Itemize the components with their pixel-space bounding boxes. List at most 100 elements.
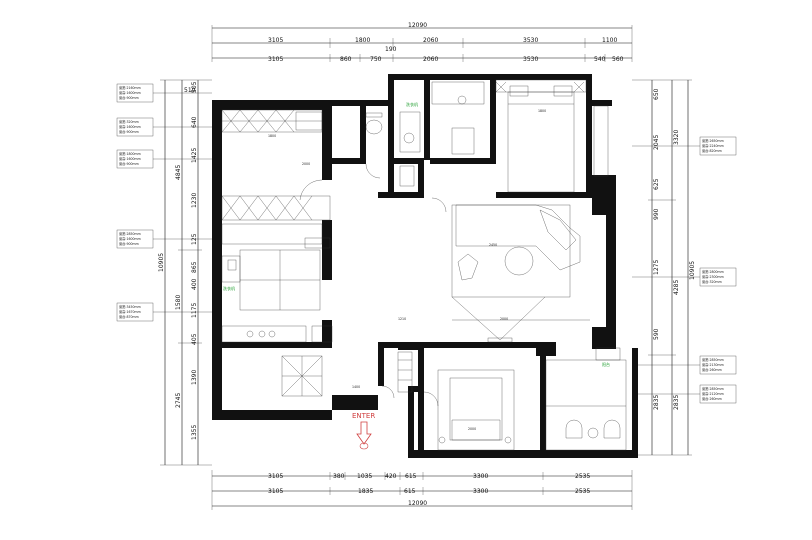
bottom-dim-7: 2535 <box>575 473 590 480</box>
washer-label: 洗衣机 <box>406 101 418 107</box>
note-l2-a: 窗宽:320mm <box>119 119 139 124</box>
right-inner-6: 590 <box>653 328 660 340</box>
kitchen-area: 洗衣机 1800 2000 <box>221 109 333 397</box>
top-total-dim: 12090 <box>408 22 427 29</box>
note-l2-c: 窗台:900mm <box>119 129 139 134</box>
right-inner-1: 650 <box>653 88 660 100</box>
left-inner-1: 505 <box>191 81 198 93</box>
right-outer-2: 4285 <box>673 280 680 295</box>
note-l2-b: 窗高:1600mm <box>119 124 141 129</box>
kitchen-dim-2000: 2000 <box>302 162 310 166</box>
master-bedroom: 1800 <box>495 79 609 193</box>
top-dim-4: 3530 <box>523 37 538 44</box>
note-l1-b: 窗高:1600mm <box>119 90 141 95</box>
note-r4-c: 窗台:260mm <box>702 396 722 401</box>
note-l5-a: 窗宽:3450mm <box>119 304 141 309</box>
right-inner-5: 1275 <box>653 260 660 275</box>
bed-dim-1800: 1800 <box>538 109 546 113</box>
walls <box>212 74 638 458</box>
left-inner-3: 640 <box>191 116 198 128</box>
right-outer-1: 3320 <box>673 130 680 145</box>
bottom-right-room: 阳台 <box>545 347 627 451</box>
left-inner-2: 510 <box>184 87 196 94</box>
right-outer-3: 2835 <box>673 395 680 410</box>
bottom-total-dim: 12090 <box>408 500 427 507</box>
left-inner-9: 1175 <box>191 303 198 318</box>
left-inner-11: 1390 <box>191 370 198 385</box>
left-inner-12: 1355 <box>191 425 198 440</box>
bottom2-dim-3: 615 <box>404 488 416 495</box>
note-l5-b: 窗高:1670mm <box>119 309 141 314</box>
left-inner-7: 865 <box>191 261 198 273</box>
right-inner-7: 2835 <box>653 395 660 410</box>
note-l5-c: 窗台:870mm <box>119 314 139 319</box>
note-r1-a: 窗宽:2650mm <box>702 138 724 143</box>
bottom-dim-5: 615 <box>405 473 417 480</box>
right-window-notes: 窗宽:2650mm 窗高:2240mm 窗台:820mm 窗宽:2800mm 窗… <box>632 136 737 404</box>
note-r4-a: 窗宽:2850mm <box>702 386 724 391</box>
note-r2-c: 窗台:320mm <box>702 279 722 284</box>
note-r4-b: 窗高:2120mm <box>702 391 724 396</box>
living-dim-1210: 1210 <box>398 317 406 321</box>
note-l3-c: 窗台:900mm <box>119 161 139 166</box>
top2-dim-6: 540 <box>594 56 606 63</box>
note-l1-c: 窗台:900mm <box>119 95 139 100</box>
top2-dim-1: 3105 <box>268 56 283 63</box>
note-r3-c: 窗台:260mm <box>702 367 722 372</box>
top-dim-extra: 190 <box>385 46 397 53</box>
bottom2-dim-4: 3300 <box>473 488 488 495</box>
top-dim-5: 1100 <box>602 37 617 44</box>
left-outer-2: 1580 <box>175 295 182 310</box>
note-l4-a: 窗宽:2850mm <box>119 231 141 236</box>
right-dimensions: 650 2045 625 990 1275 590 2835 3320 4285… <box>632 79 696 456</box>
note-r1-b: 窗高:2240mm <box>702 143 724 148</box>
left-inner-5: 1230 <box>191 193 198 208</box>
top2-dim-3: 750 <box>370 56 382 63</box>
entry-dim-1400: 1400 <box>352 385 360 389</box>
left-inner-6: 125 <box>191 233 198 245</box>
bottom-dim-2: 380 <box>333 473 345 480</box>
left-total-dim: 10905 <box>158 253 165 272</box>
right-inner-3: 625 <box>653 178 660 190</box>
bottom-dim-4: 420 <box>385 473 397 480</box>
note-l1-a: 窗宽:2160mm <box>119 85 141 90</box>
left-dimensions: 10905 4845 1580 2745 505 640 1425 1230 1… <box>158 79 212 466</box>
right-inner-2: 2045 <box>653 135 660 150</box>
living-room: 2450 1210 2000 <box>398 204 590 343</box>
bottom-dim-6: 3300 <box>473 473 488 480</box>
top-dim-1: 3105 <box>268 37 283 44</box>
left-inner-10: 405 <box>191 333 198 345</box>
top2-dim-5: 3530 <box>523 56 538 63</box>
top2-dim-2: 860 <box>340 56 352 63</box>
bedroom2-dim-2000: 2000 <box>468 427 476 431</box>
note-r3-a: 窗宽:2850mm <box>702 357 724 362</box>
top2-dim-4: 2060 <box>423 56 438 63</box>
note-l3-b: 窗高:1600mm <box>119 156 141 161</box>
top-dim-3: 2060 <box>423 37 438 44</box>
note-l3-a: 窗宽:1800mm <box>119 151 141 156</box>
bathroom-top: 洗衣机 <box>365 81 485 187</box>
left-window-notes: 窗宽:2160mm 窗高:1600mm 窗台:900mm 窗宽:320mm 窗高… <box>116 83 212 322</box>
second-bedroom: 2000 <box>397 351 515 451</box>
note-r1-c: 窗台:820mm <box>702 148 722 153</box>
living-dim-2450: 2450 <box>489 243 497 247</box>
enter-label: ENTER <box>352 412 375 420</box>
bottom-dim-1: 3105 <box>268 473 283 480</box>
top-dimensions: 12090 3105 1800 2060 3530 1100 190 3105 … <box>211 22 633 63</box>
bottom2-dim-1: 3105 <box>268 488 283 495</box>
note-l4-c: 窗台:900mm <box>119 241 139 246</box>
bottom2-dim-2: 1835 <box>358 488 373 495</box>
note-r2-a: 窗宽:2800mm <box>702 269 724 274</box>
note-l4-b: 窗高:1600mm <box>119 236 141 241</box>
bottom-dim-3: 1035 <box>357 473 372 480</box>
top-dim-2: 1800 <box>355 37 370 44</box>
top2-dim-7: 560 <box>612 56 624 63</box>
bottom2-dim-5: 2535 <box>575 488 590 495</box>
right-total-dim: 10905 <box>689 261 696 280</box>
living-dim-2000: 2000 <box>500 317 508 321</box>
left-inner-4: 1425 <box>191 148 198 163</box>
door-arcs <box>299 163 447 407</box>
dining-area: 1400 ENTER <box>239 249 375 450</box>
left-outer-3: 2745 <box>175 393 182 408</box>
